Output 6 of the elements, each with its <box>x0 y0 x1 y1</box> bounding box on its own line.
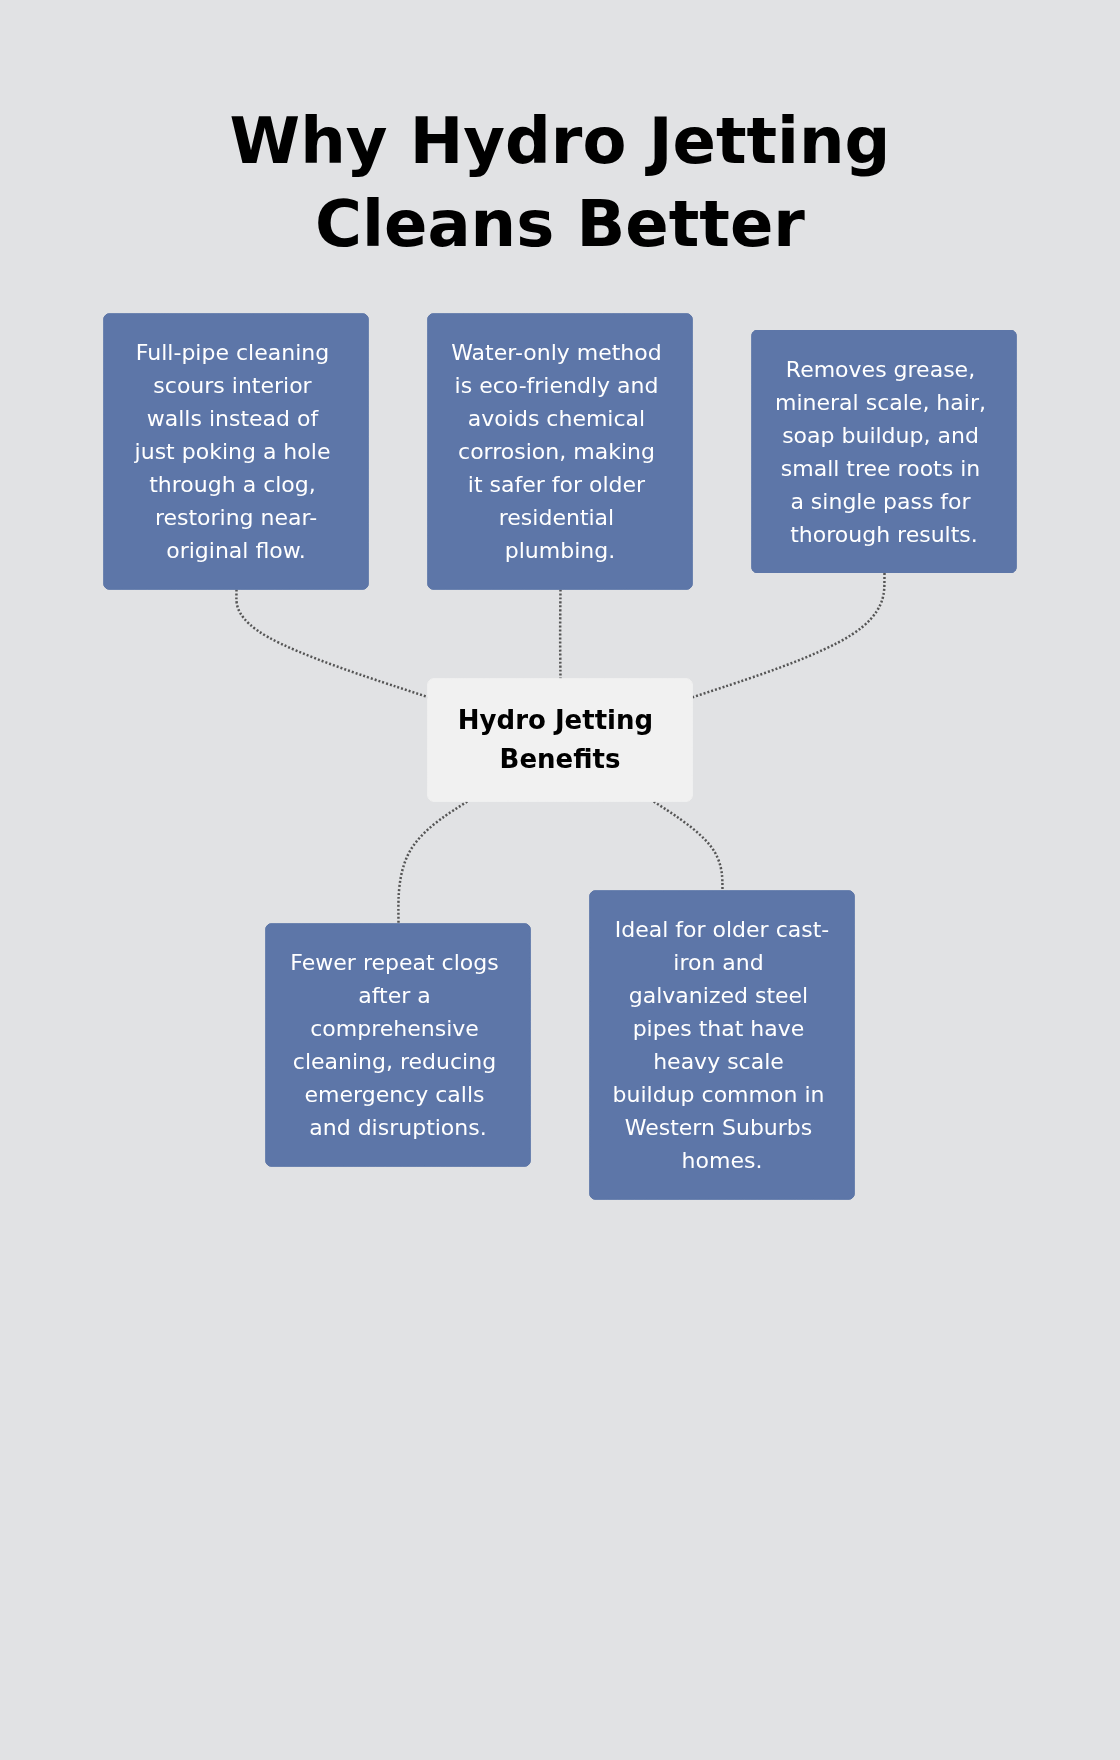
connector <box>235 589 429 699</box>
connector <box>397 800 468 925</box>
connector <box>558 589 562 680</box>
connector <box>692 573 886 699</box>
connector <box>653 800 724 892</box>
title: Why Hydro Jetting Cleans Better <box>228 103 892 264</box>
